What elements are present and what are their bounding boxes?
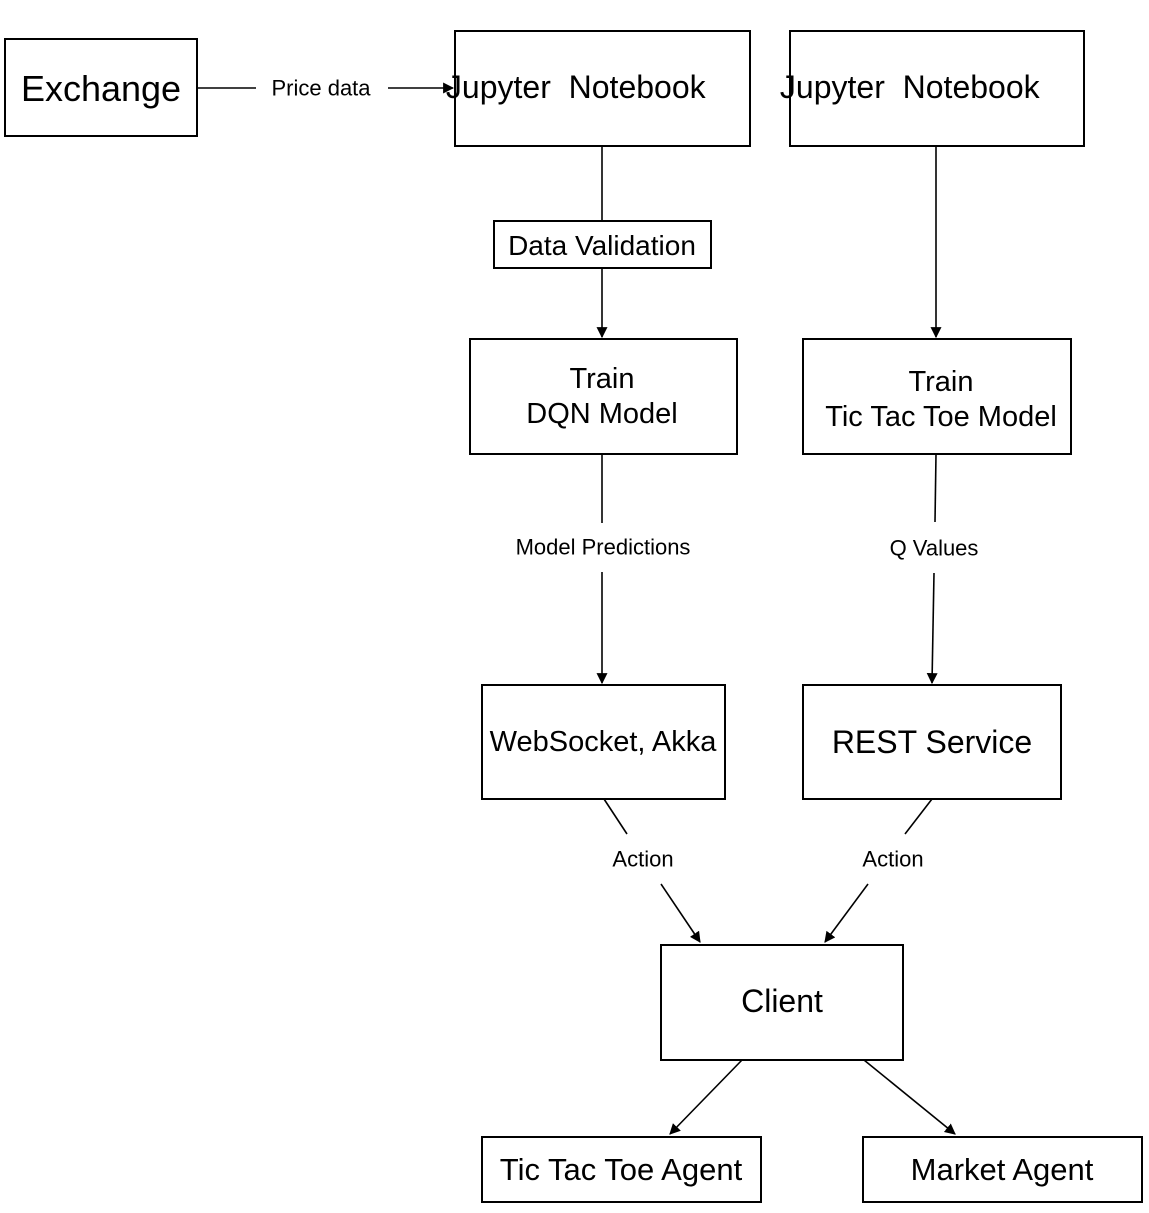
node-train-ttt-label-line2: Tic Tac Toe Model [825, 401, 1057, 433]
svg-text:REST Service: REST Service [832, 724, 1032, 760]
node-train-dqn-label-line1: Train [570, 363, 635, 395]
node-tic-tac-toe-agent-label: Tic Tac Toe Agent [500, 1152, 743, 1187]
svg-text:Tic Tac Toe Model: Tic Tac Toe Model [825, 401, 1057, 433]
node-rest-service-label: REST Service [832, 724, 1032, 760]
node-exchange: Exchange [4, 38, 198, 137]
node-tic-tac-toe-agent: Tic Tac Toe Agent [481, 1136, 762, 1203]
edge-label-q-values: Q Values [890, 536, 979, 561]
svg-text:Exchange: Exchange [21, 68, 181, 109]
edge-label-model-predictions: Model Predictions [516, 535, 691, 560]
svg-text:WebSocket, Akka: WebSocket, Akka [490, 726, 718, 758]
edge-label-action-left: Action [612, 847, 673, 872]
svg-text:Market Agent: Market Agent [911, 1152, 1094, 1187]
edge-rest-to-client [824, 798, 933, 943]
svg-text:Client: Client [741, 983, 823, 1019]
svg-text:Train: Train [570, 363, 635, 395]
node-train-tic-tac-toe-model: Train Tic Tac Toe Model [802, 338, 1072, 455]
edge-client-to-market-agent [863, 1059, 956, 1135]
edge-client-to-ttt-agent [669, 1059, 743, 1135]
node-jupyter-notebook-left: Jupyter Notebook [446, 30, 751, 147]
node-train-dqn-model: Train DQN Model [469, 338, 738, 455]
node-data-validation-label: Data Validation [508, 230, 696, 261]
svg-text:Jupyter Notebook: Jupyter Notebook [446, 69, 750, 105]
svg-text:Data Validation: Data Validation [508, 230, 696, 261]
node-train-ttt-label-line1: Train [909, 366, 974, 398]
node-jupyter-notebook-left-label: Jupyter Notebook [446, 69, 707, 105]
svg-text:Jupyter Notebook: Jupyter Notebook [780, 69, 1084, 105]
edge-websocket-to-client [603, 798, 701, 943]
node-websocket-akka: WebSocket, Akka [481, 684, 726, 800]
node-exchange-label: Exchange [21, 68, 181, 109]
svg-text:Train: Train [909, 366, 974, 398]
node-train-dqn-label-line2: DQN Model [526, 398, 678, 430]
svg-text:Tic Tac Toe Agent: Tic Tac Toe Agent [500, 1152, 743, 1187]
node-websocket-akka-label: WebSocket, Akka [490, 726, 718, 758]
edge-train-ttt-to-rest [926, 453, 938, 685]
edge-label-price-data: Price data [271, 76, 371, 101]
node-client: Client [660, 944, 904, 1061]
node-market-agent-label: Market Agent [911, 1152, 1094, 1187]
node-jupyter-notebook-right-label: Jupyter Notebook [780, 69, 1041, 105]
node-market-agent: Market Agent [862, 1136, 1143, 1203]
node-client-label: Client [741, 983, 823, 1019]
node-jupyter-notebook-right: Jupyter Notebook [780, 30, 1085, 147]
node-rest-service: REST Service [802, 684, 1062, 800]
svg-text:DQN Model: DQN Model [526, 398, 678, 430]
edge-label-action-right: Action [862, 847, 923, 872]
node-data-validation: Data Validation [493, 220, 712, 269]
